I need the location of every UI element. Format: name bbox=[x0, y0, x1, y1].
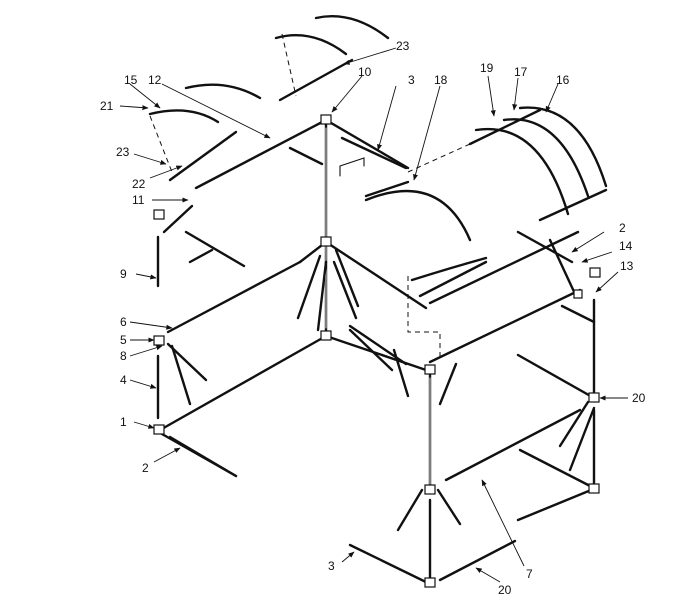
assembly-guide-lines bbox=[149, 33, 471, 360]
callout-3-bottom: 3 bbox=[328, 559, 335, 573]
callout-7: 7 bbox=[526, 567, 533, 581]
callout-16: 16 bbox=[556, 73, 570, 87]
callout-19: 19 bbox=[480, 61, 494, 75]
frame-fittings bbox=[153, 114, 601, 588]
callout-15: 15 bbox=[124, 73, 138, 87]
callout-12: 12 bbox=[148, 73, 162, 87]
callout-8: 8 bbox=[120, 349, 127, 363]
callout-21: 21 bbox=[100, 99, 114, 113]
callout-23-left: 23 bbox=[116, 145, 130, 159]
callout-14: 14 bbox=[619, 239, 633, 253]
callout-23-top: 23 bbox=[396, 39, 410, 53]
callout-1: 1 bbox=[120, 415, 127, 429]
callout-2-right: 2 bbox=[619, 221, 626, 235]
callout-5: 5 bbox=[120, 333, 127, 347]
callout-4: 4 bbox=[120, 373, 127, 387]
callout-20-right: 20 bbox=[632, 391, 646, 405]
callout-10: 10 bbox=[358, 65, 372, 79]
callout-18: 18 bbox=[434, 73, 448, 87]
callout-9: 9 bbox=[120, 267, 127, 281]
callout-6: 6 bbox=[120, 315, 127, 329]
callout-13: 13 bbox=[620, 259, 634, 273]
callout-11: 11 bbox=[132, 193, 145, 207]
callout-22: 22 bbox=[132, 177, 146, 191]
roof-bows bbox=[148, 15, 608, 298]
callout-17: 17 bbox=[514, 65, 528, 79]
callout-labels: 1 2 2 3 3 4 5 6 7 8 9 10 11 12 13 14 15 … bbox=[100, 39, 646, 597]
callout-2-bottom-left: 2 bbox=[142, 461, 149, 475]
callout-3-top: 3 bbox=[408, 73, 415, 87]
callout-20-bottom: 20 bbox=[498, 583, 512, 597]
frame-tubes bbox=[156, 58, 598, 586]
leader-lines bbox=[119, 47, 628, 583]
